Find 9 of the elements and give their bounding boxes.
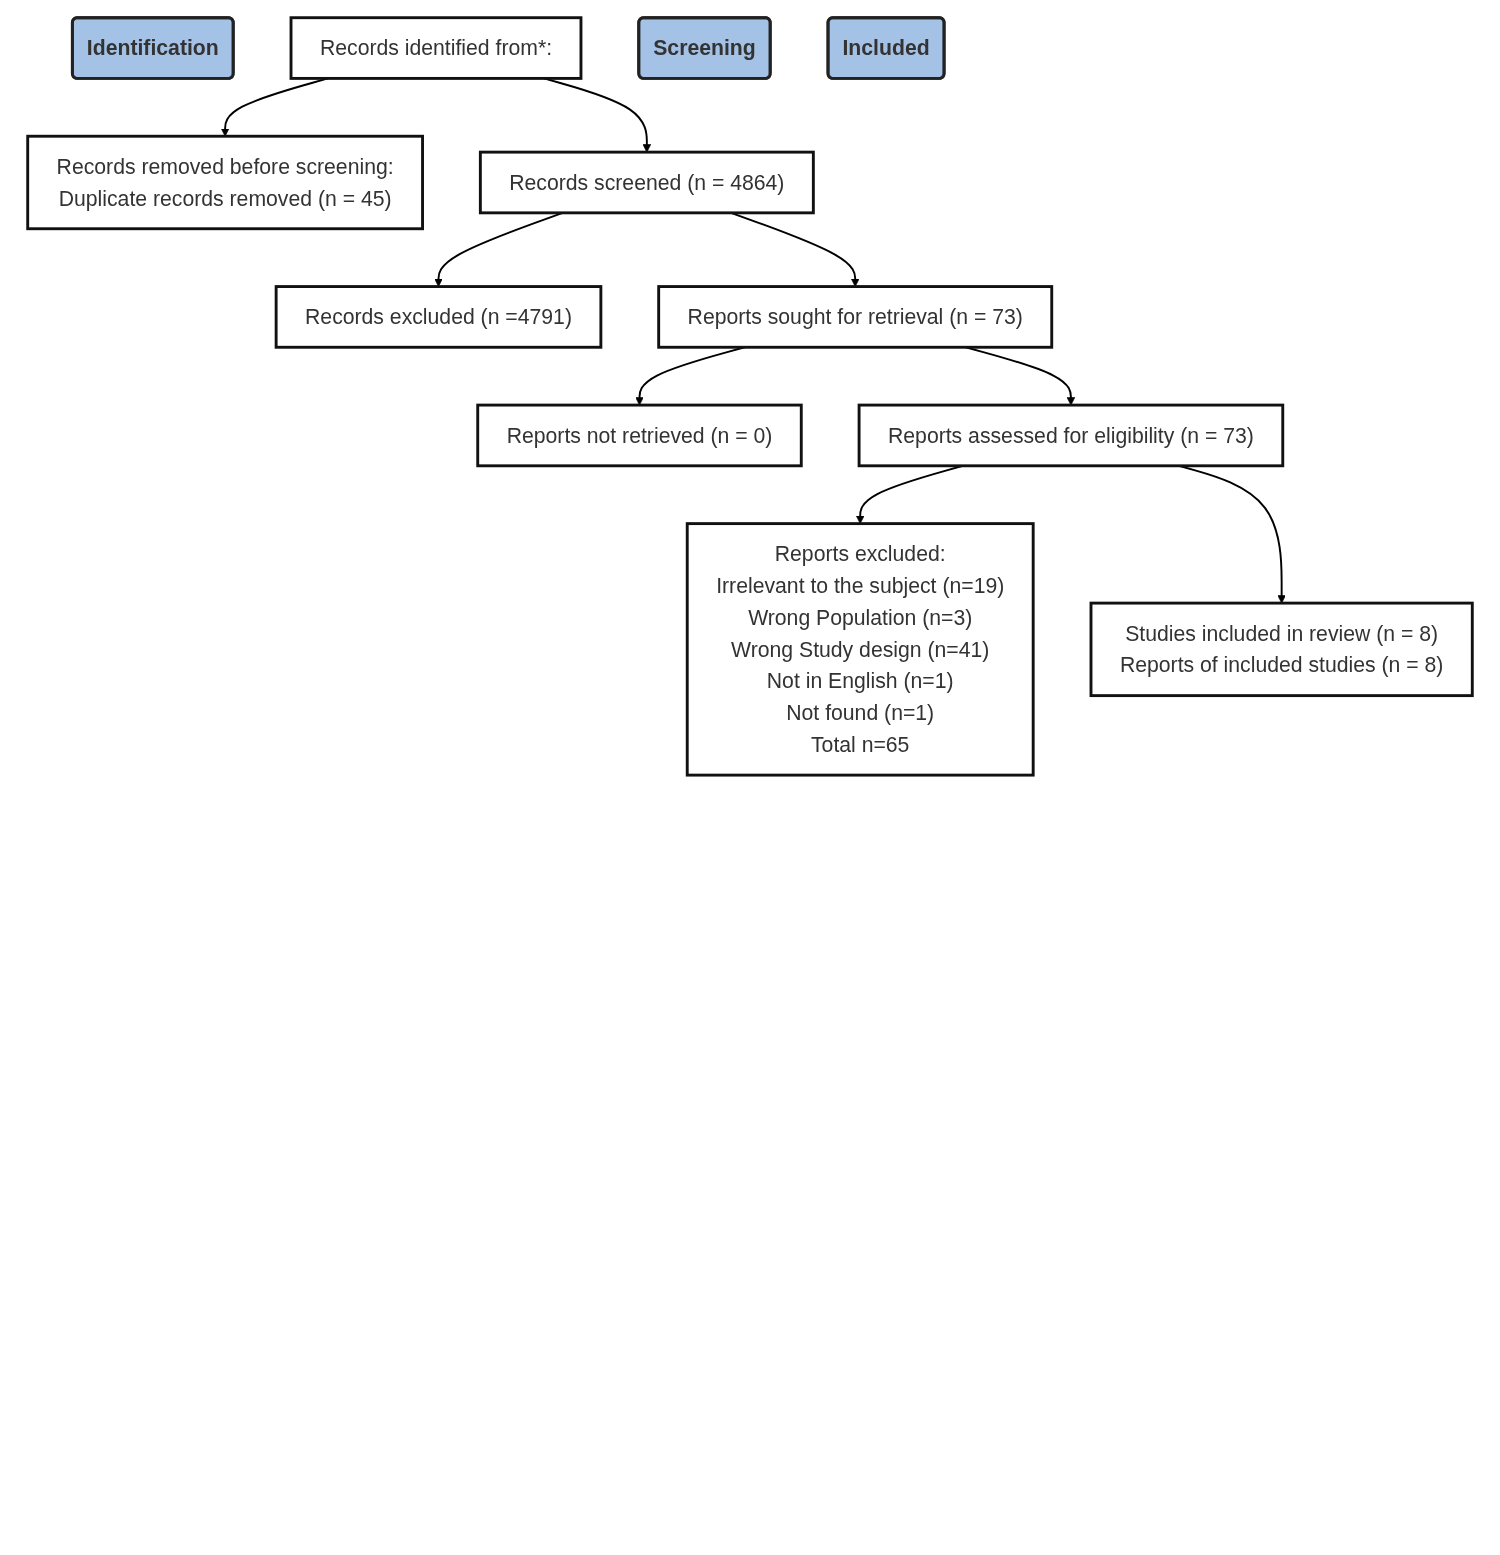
node-box: Reports sought for retrieval (n = 73) — [657, 285, 1054, 349]
node-box: Studies included in review (n = 8) Reports of included studies (n = 8) — [1089, 601, 1474, 698]
node-box: Records screened (n = 4864) — [478, 150, 815, 215]
node-box: Records excluded (n =4791) — [274, 285, 603, 349]
node-box: Reports assessed for eligibility (n = 73) — [857, 403, 1285, 468]
node-box: Reports excluded: Irrelevant to the subject (n=19) Wrong Population (n=3) Wrong Study design (n=41) Not in English (n=1) Not found (n=1) Total n=65 — [685, 522, 1035, 777]
node-box: Records identified from*: — [289, 16, 583, 80]
node-box: Records removed before screening: Duplicate records removed (n = 45) — [26, 134, 424, 231]
node-box: Reports not retrieved (n = 0) — [476, 403, 803, 468]
